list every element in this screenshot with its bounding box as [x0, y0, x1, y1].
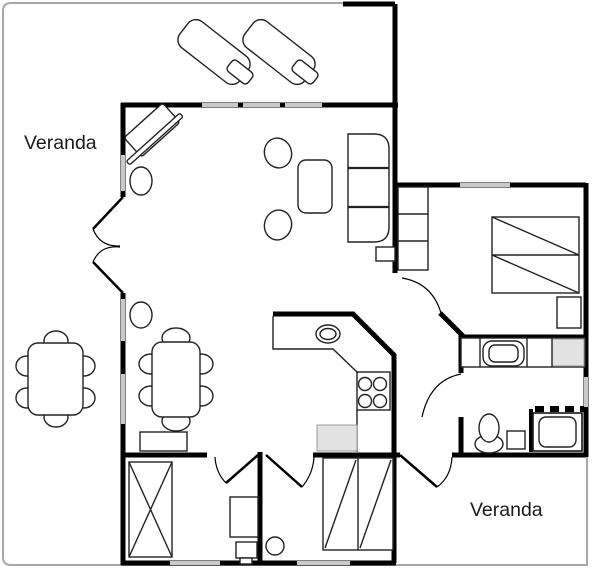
label-veranda-left: Veranda [24, 132, 97, 154]
bathroom-vanity [460, 337, 586, 368]
side-table [375, 246, 396, 262]
small-desk [229, 496, 259, 538]
door-veranda-bottom-right [399, 454, 453, 488]
washing-machine [551, 338, 585, 367]
armchair-west-bottom [129, 301, 153, 329]
dining-table [151, 341, 201, 418]
lounge-chair-2 [242, 18, 319, 86]
armchair-living-bottom [263, 209, 293, 241]
shower [529, 406, 584, 452]
plot-boundary [2, 2, 588, 566]
dishwasher [316, 424, 358, 452]
sideboard [139, 431, 188, 452]
dining-set [138, 327, 214, 432]
wardrobe-2-door [322, 457, 394, 551]
stool [235, 541, 258, 565]
doors [92, 196, 462, 488]
floor-lamp [265, 536, 285, 556]
kitchen-sink [315, 324, 341, 344]
door-storage-right [265, 454, 315, 488]
label-veranda-bottom-right: Veranda [470, 499, 543, 521]
door-bathroom-swing [421, 373, 462, 418]
bathroom-cabinet [506, 430, 526, 450]
door-bedroom-swing [401, 277, 442, 314]
kitchen-counter [272, 316, 391, 452]
bedroom-wardrobe [397, 186, 429, 271]
wardrobe-crossed [128, 461, 173, 558]
door-storage-left [214, 454, 259, 484]
diagonal-desk [124, 103, 184, 165]
windows [121, 102, 588, 565]
armchair-west-top [129, 166, 153, 196]
veranda-dining-set [15, 330, 96, 428]
sofa [347, 133, 390, 243]
double-door-veranda-left [92, 196, 124, 294]
coffee-table [297, 159, 333, 214]
nightstand [556, 296, 582, 329]
stove [356, 371, 391, 411]
toilet [474, 413, 504, 454]
armchair-living-top [263, 137, 293, 169]
veranda-table [27, 342, 84, 416]
lounge-chair-1 [177, 18, 254, 86]
bathroom-sink [482, 340, 525, 367]
double-bed [491, 216, 580, 294]
